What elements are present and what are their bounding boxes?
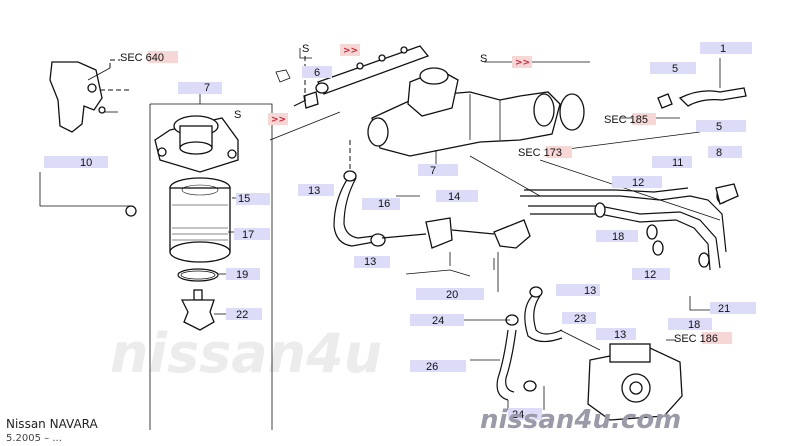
fuel-filter-group	[149, 92, 273, 430]
fuel-rail	[269, 45, 430, 141]
callout-21: 21	[718, 303, 730, 315]
footer-model: Nissan NAVARA	[6, 417, 99, 431]
callout-24-a: 24	[432, 315, 444, 327]
callout-14: 14	[448, 191, 460, 203]
callout-23: 23	[574, 313, 586, 325]
callout-5-a: 5	[672, 63, 678, 75]
callout-8: 8	[716, 147, 722, 159]
s-marker-2: S	[480, 53, 487, 65]
callout-16: 16	[378, 198, 390, 210]
bracket-assembly	[39, 59, 137, 217]
section-refs: SEC 640 SEC 185 SEC 173 SEC 186	[120, 51, 732, 345]
lower-hoses	[496, 286, 563, 410]
callout-18-b: 18	[688, 319, 700, 331]
callout-labels: 7 10 15 17 19 22 6 7 13 16 14 13 20 13 2…	[44, 42, 756, 421]
callout-7-top: 7	[204, 82, 210, 94]
arrow-marker-1: >>	[343, 46, 358, 56]
callout-5-b: 5	[716, 121, 722, 133]
arrow-marker-3: >>	[271, 115, 286, 125]
callout-17: 17	[242, 229, 254, 241]
callout-20: 20	[446, 289, 458, 301]
watermark-large: nissan4u	[110, 322, 382, 385]
callout-10: 10	[80, 157, 92, 169]
callout-26: 26	[426, 361, 438, 373]
callout-13-d: 13	[614, 329, 626, 341]
sec-185: SEC 185	[604, 114, 648, 126]
s-marker-3: S	[234, 109, 241, 121]
callout-12-a: 12	[632, 177, 644, 189]
callout-13-c: 13	[584, 285, 596, 297]
callout-22: 22	[236, 309, 248, 321]
callout-1: 1	[720, 43, 726, 55]
exhaust-manifold	[367, 61, 590, 172]
sec-640: SEC 640	[120, 52, 164, 64]
callout-13-a: 13	[308, 185, 320, 197]
callout-18-a: 18	[612, 231, 624, 243]
callout-24-b: 24	[512, 409, 524, 421]
return-hoses	[333, 140, 531, 277]
injection-pump	[587, 339, 683, 421]
callout-12-b: 12	[644, 269, 656, 281]
callout-13-b: 13	[364, 256, 376, 268]
callout-6: 6	[314, 67, 320, 79]
markers: S S S >> >> >>	[234, 43, 532, 125]
fuel-pipes	[520, 131, 739, 271]
callout-11: 11	[672, 157, 683, 169]
watermark-site: nissan4u.com	[480, 405, 681, 435]
callout-7-center: 7	[430, 165, 436, 177]
callout-19: 19	[236, 269, 248, 281]
s-marker-1: S	[302, 43, 309, 55]
sec-186: SEC 186	[674, 333, 718, 345]
sec-173: SEC 173	[518, 147, 562, 159]
footer-date: 5.2005 – ...	[6, 433, 62, 444]
arrow-marker-2: >>	[515, 58, 530, 68]
callout-15: 15	[238, 193, 250, 205]
